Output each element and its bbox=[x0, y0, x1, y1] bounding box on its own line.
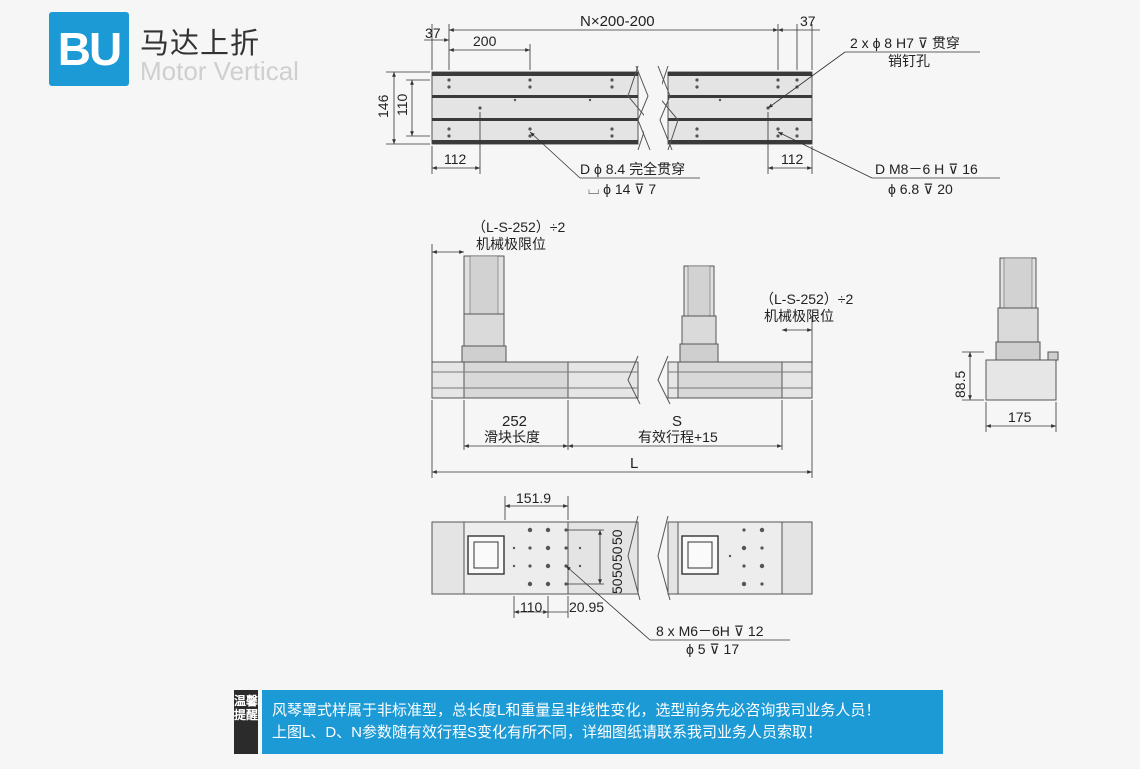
dim-20-95: 20.95 bbox=[569, 599, 604, 615]
end-view-body bbox=[985, 257, 1059, 401]
counterbore-spec: ⌴ ϕ 14 ⊽ 7 bbox=[588, 181, 656, 197]
dim-110: 110 bbox=[394, 93, 410, 116]
stroke-value: S bbox=[672, 413, 682, 430]
thread-drill-spec: ϕ 6.8 ⊽ 20 bbox=[888, 181, 953, 197]
tapped-drill-spec: ϕ 5 ⊽ 17 bbox=[686, 641, 739, 657]
model-subtitle: Motor Vertical bbox=[140, 56, 299, 86]
side-view: （L-S-252）÷2 机械极限位 （L-S-252）÷2 机械极限位 252 … bbox=[431, 219, 853, 478]
dim-50-c: 50 bbox=[609, 562, 625, 578]
notice-line-1: 风琴罩式样属于非标准型，总长度L和重量呈非线性变化，选型前务先必咨询我司业务人员… bbox=[272, 702, 881, 719]
top-view-body bbox=[431, 65, 813, 151]
slider-length-label: 滑块长度 bbox=[484, 429, 540, 445]
through-hole-spec: D ϕ 8.4 完全贯穿 bbox=[580, 161, 685, 177]
dim-37-right: 37 bbox=[800, 13, 816, 29]
dim-112-right: 112 bbox=[781, 151, 804, 167]
dim-37-left: 37 bbox=[425, 25, 441, 41]
stroke-label: 有效行程+15 bbox=[638, 429, 718, 445]
limit-right-formula: （L-S-252）÷2 bbox=[760, 291, 853, 307]
dim-pitch-total: N×200-200 bbox=[580, 13, 655, 30]
top-view-dimension-lines bbox=[386, 24, 1000, 179]
side-view-dimension-lines bbox=[431, 244, 813, 478]
model-title: 马达上折 bbox=[140, 28, 261, 60]
total-length: L bbox=[630, 455, 638, 472]
bottom-view: 151.9 50 50 50 50 110 20.95 8 x M6－6H ⊽ … bbox=[431, 490, 813, 657]
limit-left-formula: （L-S-252）÷2 bbox=[472, 219, 565, 235]
dim-151-9: 151.9 bbox=[516, 490, 551, 506]
tapped-hole-spec: 8 x M6－6H ⊽ 12 bbox=[656, 623, 764, 639]
side-view-body bbox=[431, 255, 813, 405]
dim-50-a: 50 bbox=[609, 529, 625, 545]
limit-left-label: 机械极限位 bbox=[476, 236, 546, 252]
end-view-dimension-lines bbox=[962, 351, 1057, 432]
pin-hole-label: 销钉孔 bbox=[888, 53, 930, 69]
slider-length-value: 252 bbox=[502, 413, 527, 430]
dim-110-bottom: 110 bbox=[520, 599, 543, 615]
brand-badge: BU bbox=[49, 12, 129, 86]
pin-hole-spec: 2 x ϕ 8 H7 ⊽ 贯穿 bbox=[850, 35, 960, 51]
dim-146: 146 bbox=[375, 94, 391, 118]
dim-50-d: 50 bbox=[609, 578, 625, 594]
end-width-dim: 175 bbox=[1008, 409, 1032, 425]
notice-line-2: 上图L、D、N参数随有效行程S变化有所不同，详细图纸请联系我司业务人员索取！ bbox=[272, 724, 823, 741]
bottom-view-dimension-lines bbox=[504, 496, 790, 641]
limit-right-label: 机械极限位 bbox=[764, 308, 834, 324]
end-height-dim: 88.5 bbox=[952, 371, 968, 398]
top-view: 37 N×200-200 37 200 146 110 112 112 2 x … bbox=[375, 13, 1000, 197]
dim-112-left: 112 bbox=[444, 151, 467, 167]
notice-banner: 风琴罩式样属于非标准型，总长度L和重量呈非线性变化，选型前务先必咨询我司业务人员… bbox=[262, 690, 943, 754]
thread-spec: D M8－6 H ⊽ 16 bbox=[875, 161, 978, 177]
dim-50-b: 50 bbox=[609, 546, 625, 562]
dim-200: 200 bbox=[473, 33, 497, 49]
notice-tag: 温馨提醒 bbox=[234, 690, 258, 754]
bottom-view-body bbox=[431, 515, 813, 601]
end-view: 88.5 175 bbox=[952, 257, 1059, 432]
